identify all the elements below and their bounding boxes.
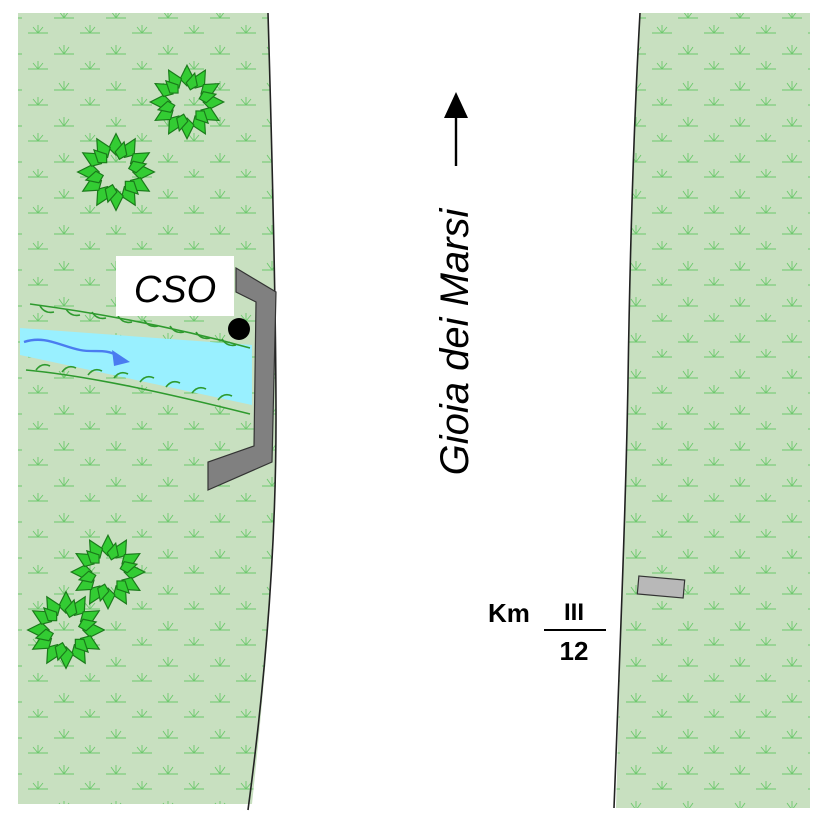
road-edge-left <box>247 12 277 811</box>
flow-arrow-head-icon <box>112 350 130 366</box>
stream-flow-arrow-icon <box>23 338 119 358</box>
left-grass-texture <box>18 13 276 804</box>
stream-bank-lower <box>25 363 251 415</box>
km-denominator: 12 <box>560 636 589 666</box>
road-name-label: Gioia dei Marsi <box>433 208 477 476</box>
arrow-up-icon <box>444 92 468 166</box>
milestone-icon <box>636 575 686 599</box>
outfall-point-icon <box>228 318 250 340</box>
cso-structure <box>207 266 277 491</box>
road-edge-right <box>613 12 641 809</box>
stream-water <box>20 328 252 405</box>
cso-label-box <box>116 256 234 316</box>
km-prefix: Km <box>488 598 530 628</box>
cso-label: CSO <box>134 269 216 311</box>
stream-bank-upper <box>29 303 251 349</box>
right-grass-texture <box>616 13 810 808</box>
km-numerator: III <box>564 599 584 626</box>
